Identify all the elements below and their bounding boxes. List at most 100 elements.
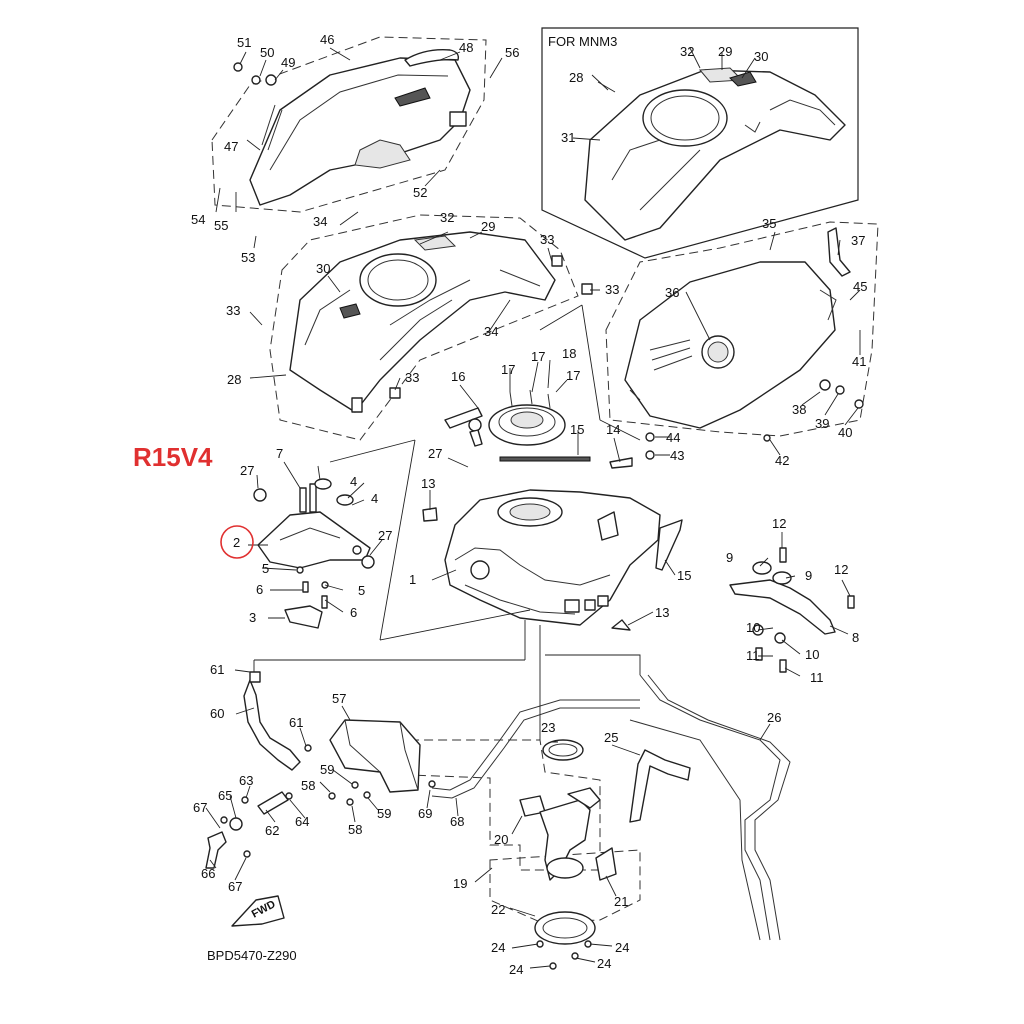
model-label: R15V4 bbox=[133, 442, 213, 472]
callout-41: 41 bbox=[852, 354, 866, 369]
callout-11: 11 bbox=[810, 670, 824, 685]
callout-17: 17 bbox=[501, 362, 515, 377]
callout-64: 64 bbox=[295, 814, 309, 829]
callout-47: 47 bbox=[224, 139, 238, 154]
callout-35: 35 bbox=[762, 216, 776, 231]
callout-33: 33 bbox=[540, 232, 554, 247]
callout-44: 44 bbox=[666, 430, 680, 445]
callout-63: 63 bbox=[239, 773, 253, 788]
callout-49: 49 bbox=[281, 55, 295, 70]
callout-26: 26 bbox=[767, 710, 781, 725]
callout-17: 17 bbox=[531, 349, 545, 364]
variant-box-mnm3: FOR MNM3 bbox=[541, 27, 859, 259]
part-top-cover-46 bbox=[233, 49, 471, 206]
callout-27: 27 bbox=[240, 463, 254, 478]
part-canister-57 bbox=[205, 671, 640, 869]
callout-55: 55 bbox=[214, 218, 228, 233]
callout-14: 14 bbox=[606, 422, 620, 437]
callout-24: 24 bbox=[509, 962, 523, 977]
callout-28: 28 bbox=[227, 372, 241, 387]
callout-22: 22 bbox=[491, 902, 505, 917]
callout-48: 48 bbox=[459, 40, 473, 55]
callout-1: 1 bbox=[409, 572, 416, 587]
callout-57: 57 bbox=[332, 691, 346, 706]
callout-8: 8 bbox=[852, 630, 859, 645]
callout-67: 67 bbox=[193, 800, 207, 815]
callout-11: 11 bbox=[746, 648, 760, 663]
callout-24: 24 bbox=[491, 940, 505, 955]
callout-18: 18 bbox=[562, 346, 576, 361]
callout-10: 10 bbox=[805, 647, 819, 662]
callout-50: 50 bbox=[260, 45, 274, 60]
callout-59: 59 bbox=[377, 806, 391, 821]
part-fuel-tank-1 bbox=[422, 457, 683, 631]
callout-16: 16 bbox=[451, 369, 465, 384]
callout-33: 33 bbox=[405, 370, 419, 385]
callout-4: 4 bbox=[371, 491, 378, 506]
callout-39: 39 bbox=[815, 416, 829, 431]
callout-12: 12 bbox=[772, 516, 786, 531]
part-bracket-8 bbox=[729, 547, 855, 673]
callout-24: 24 bbox=[597, 956, 611, 971]
callout-5: 5 bbox=[262, 561, 269, 576]
callout-69: 69 bbox=[418, 806, 432, 821]
leader-lines bbox=[205, 47, 861, 969]
callout-13: 13 bbox=[421, 476, 435, 491]
callout-24: 24 bbox=[615, 940, 629, 955]
callout-23: 23 bbox=[541, 720, 555, 735]
callout-31: 31 bbox=[561, 130, 575, 145]
callout-21: 21 bbox=[614, 894, 628, 909]
callout-33: 33 bbox=[605, 282, 619, 297]
callout-5: 5 bbox=[358, 583, 365, 598]
callout-65: 65 bbox=[218, 788, 232, 803]
highlight-circle bbox=[220, 525, 254, 559]
callout-53: 53 bbox=[241, 250, 255, 265]
callout-51: 51 bbox=[237, 35, 251, 50]
callout-33: 33 bbox=[226, 303, 240, 318]
callout-20: 20 bbox=[494, 832, 508, 847]
callout-54: 54 bbox=[191, 212, 205, 227]
callout-17: 17 bbox=[566, 368, 580, 383]
callout-9: 9 bbox=[805, 568, 812, 583]
callout-29: 29 bbox=[718, 44, 732, 59]
callout-27: 27 bbox=[428, 446, 442, 461]
callout-59: 59 bbox=[320, 762, 334, 777]
diagram-code: BPD5470-Z290 bbox=[207, 948, 297, 963]
callout-37: 37 bbox=[851, 233, 865, 248]
callout-56: 56 bbox=[505, 45, 519, 60]
callout-68: 68 bbox=[450, 814, 464, 829]
callout-25: 25 bbox=[604, 730, 618, 745]
callout-43: 43 bbox=[670, 448, 684, 463]
callout-34: 34 bbox=[313, 214, 327, 229]
callout-60: 60 bbox=[210, 706, 224, 721]
part-side-cover-35 bbox=[624, 227, 864, 460]
callout-6: 6 bbox=[256, 582, 263, 597]
callout-66: 66 bbox=[201, 866, 215, 881]
callout-58: 58 bbox=[348, 822, 362, 837]
callout-40: 40 bbox=[838, 425, 852, 440]
callout-19: 19 bbox=[453, 876, 467, 891]
callout-15: 15 bbox=[677, 568, 691, 583]
variant-label: FOR MNM3 bbox=[548, 34, 617, 49]
part-bracket-2 bbox=[253, 478, 375, 629]
callouts: 1 2 3 4 4 5 5 6 6 7 8 9 9 10 10 11 11 12… bbox=[191, 32, 867, 977]
callout-2: 2 bbox=[233, 535, 240, 550]
callout-10: 10 bbox=[746, 620, 760, 635]
assembly-lines bbox=[253, 304, 641, 740]
callout-46: 46 bbox=[320, 32, 334, 47]
callout-45: 45 bbox=[853, 279, 867, 294]
callout-15: 15 bbox=[570, 422, 584, 437]
callout-61: 61 bbox=[210, 662, 224, 677]
callout-32: 32 bbox=[440, 210, 454, 225]
callout-34: 34 bbox=[484, 324, 498, 339]
part-tank-cover-28 bbox=[289, 231, 593, 413]
callout-52: 52 bbox=[413, 185, 427, 200]
callout-30: 30 bbox=[316, 261, 330, 276]
callout-42: 42 bbox=[775, 453, 789, 468]
callout-13: 13 bbox=[655, 605, 669, 620]
part-fuel-pump-19 bbox=[519, 739, 617, 970]
group-boundaries bbox=[211, 36, 879, 923]
callout-67: 67 bbox=[228, 879, 242, 894]
callout-4: 4 bbox=[350, 474, 357, 489]
